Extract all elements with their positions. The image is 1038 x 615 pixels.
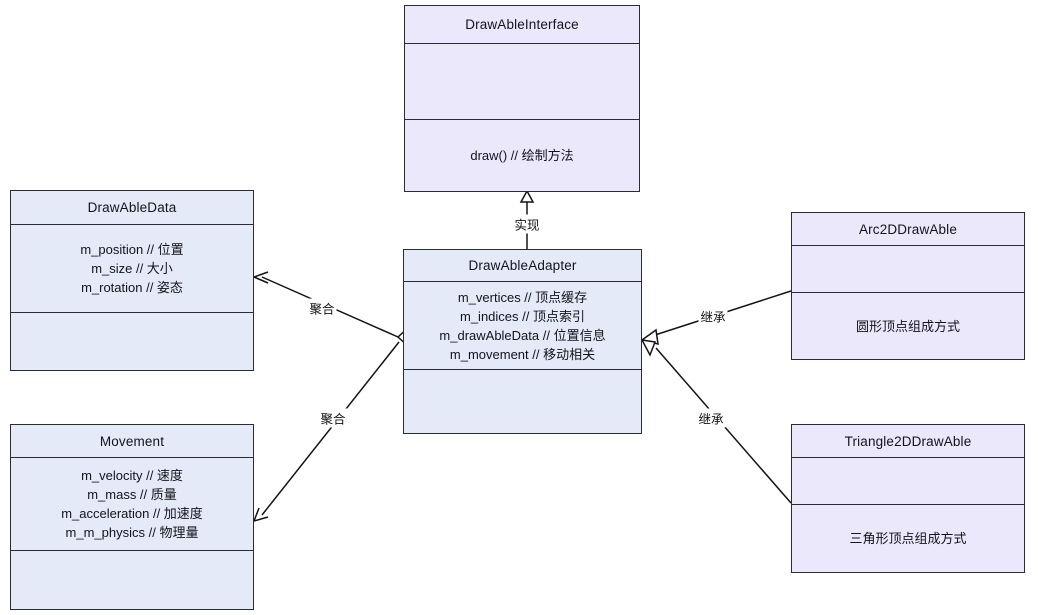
class-name-draw-able-adapter: DrawAbleAdapter (404, 250, 641, 281)
class-title-text: Arc2DDrawAble (859, 221, 957, 237)
edge-label-inheritance-arc: 继承 (698, 306, 728, 326)
class-name-movement: Movement (11, 425, 253, 457)
attribute-line: m_m_physics // 物理量 (65, 525, 199, 540)
operation-line: draw() // 绘制方法 (470, 148, 574, 163)
attribute-line: m_movement // 移动相关 (449, 346, 596, 362)
class-box-triangle-2d-draw-able[interactable]: Triangle2DDrawAble 三角形顶点组成方式 (791, 424, 1025, 573)
attribute-line: m_mass // 质量 (87, 487, 177, 502)
attribute-line: m_rotation // 姿态 (81, 280, 183, 295)
edge-label-realization-interface: 实现 (512, 214, 542, 234)
class-attributes-draw-able-interface (405, 43, 639, 119)
class-title-text: DrawAbleInterface (465, 17, 579, 32)
attribute-line: m_drawAbleData // 位置信息 (439, 327, 606, 343)
class-box-draw-able-interface[interactable]: DrawAbleInterface draw() // 绘制方法 (404, 5, 640, 192)
attribute-line: m_acceleration // 加速度 (61, 506, 203, 521)
edge-label-inheritance-triangle: 继承 (696, 408, 726, 428)
edge-label-aggregation-movement: 聚合 (318, 408, 348, 428)
class-name-arc-2d-draw-able: Arc2DDrawAble (792, 213, 1024, 245)
class-box-arc-2d-draw-able[interactable]: Arc2DDrawAble 圆形顶点组成方式 (791, 212, 1025, 360)
class-operations-movement (11, 550, 253, 609)
class-attributes-draw-able-adapter: m_vertices // 顶点缓存 m_indices // 顶点索引 m_d… (404, 281, 641, 369)
attribute-line: m_vertices // 顶点缓存 (457, 289, 588, 305)
class-name-draw-able-interface: DrawAbleInterface (405, 6, 639, 43)
class-operations-arc-2d-draw-able: 圆形顶点组成方式 (792, 292, 1024, 359)
class-operations-draw-able-data (11, 312, 253, 370)
attribute-line: m_position // 位置 (80, 242, 184, 257)
class-operations-draw-able-interface: draw() // 绘制方法 (405, 119, 639, 191)
attribute-line: m_indices // 顶点索引 (460, 308, 585, 324)
operation-line: 三角形顶点组成方式 (849, 531, 967, 546)
class-title-text: DrawAbleData (87, 200, 177, 215)
attribute-line: m_velocity // 速度 (81, 468, 183, 483)
class-operations-draw-able-adapter (404, 369, 641, 433)
class-title-text: Movement (99, 433, 165, 449)
class-box-draw-able-adapter[interactable]: DrawAbleAdapter m_vertices // 顶点缓存 m_ind… (403, 249, 642, 434)
class-title-text: DrawAbleAdapter (468, 258, 577, 273)
class-name-draw-able-data: DrawAbleData (11, 191, 253, 224)
connector-aggregation-movement (253, 341, 400, 522)
class-name-triangle-2d-draw-able: Triangle2DDrawAble (792, 425, 1024, 457)
class-attributes-draw-able-data: m_position // 位置 m_size // 大小 m_rotation… (11, 224, 253, 312)
class-title-text: Triangle2DDrawAble (844, 433, 972, 449)
class-attributes-arc-2d-draw-able (792, 245, 1024, 292)
operation-line: 圆形顶点组成方式 (855, 318, 960, 334)
class-box-movement[interactable]: Movement m_velocity // 速度 m_mass // 质量 m… (10, 424, 254, 610)
attribute-line: m_size // 大小 (91, 261, 173, 276)
class-attributes-movement: m_velocity // 速度 m_mass // 质量 m_accelera… (11, 457, 253, 550)
class-attributes-triangle-2d-draw-able (792, 457, 1024, 504)
class-box-draw-able-data[interactable]: DrawAbleData m_position // 位置 m_size // … (10, 190, 254, 371)
class-operations-triangle-2d-draw-able: 三角形顶点组成方式 (792, 504, 1024, 572)
edge-label-aggregation-data: 聚合 (307, 298, 337, 318)
